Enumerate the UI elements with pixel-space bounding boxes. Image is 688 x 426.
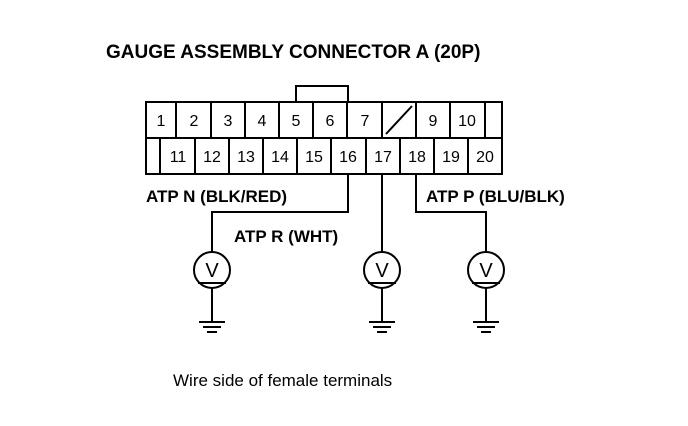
ground-icon	[473, 321, 499, 333]
label-atp-n: ATP N (BLK/RED)	[146, 187, 287, 206]
voltmeter-symbol: V	[205, 260, 219, 282]
pin-label: 14	[271, 149, 289, 166]
pin-label: 2	[190, 113, 199, 130]
pin-label: 10	[458, 113, 476, 130]
pin-label: 7	[361, 113, 370, 130]
voltmeter-atp-r: V	[363, 251, 401, 333]
ground-icon	[199, 321, 225, 333]
pin-label: 5	[292, 113, 301, 130]
connector-lock-tab	[295, 85, 349, 102]
wire-atp-p	[415, 174, 487, 252]
pin-label: 3	[224, 113, 233, 130]
pin-label: 16	[339, 149, 357, 166]
pin-label: 15	[305, 149, 323, 166]
ground-icon	[369, 321, 395, 333]
pin-label: 4	[258, 113, 267, 130]
voltmeter-atp-n: V	[193, 251, 231, 333]
pin-label: 20	[476, 149, 494, 166]
label-atp-p: ATP P (BLU/BLK)	[426, 187, 565, 206]
pin-label: 13	[237, 149, 255, 166]
pin-label: 11	[170, 149, 187, 166]
voltmeter-symbol: V	[375, 260, 389, 282]
connector-a	[145, 85, 503, 175]
label-atp-r: ATP R (WHT)	[234, 227, 338, 246]
pin-label: 17	[374, 149, 392, 166]
pin-label: 1	[157, 113, 166, 130]
diagram-caption: Wire side of female terminals	[173, 371, 392, 390]
pin-label: 19	[442, 149, 460, 166]
pin-label: 18	[408, 149, 426, 166]
pin-label: 12	[203, 149, 221, 166]
voltmeter-atp-p: V	[467, 251, 505, 333]
empty-cavity-mark	[385, 105, 413, 135]
diagram-title: GAUGE ASSEMBLY CONNECTOR A (20P)	[106, 42, 480, 63]
voltmeter-symbol: V	[479, 260, 493, 282]
wire-atp-n	[211, 174, 349, 252]
pin-label: 6	[326, 113, 335, 130]
pin-label: 9	[429, 113, 438, 130]
